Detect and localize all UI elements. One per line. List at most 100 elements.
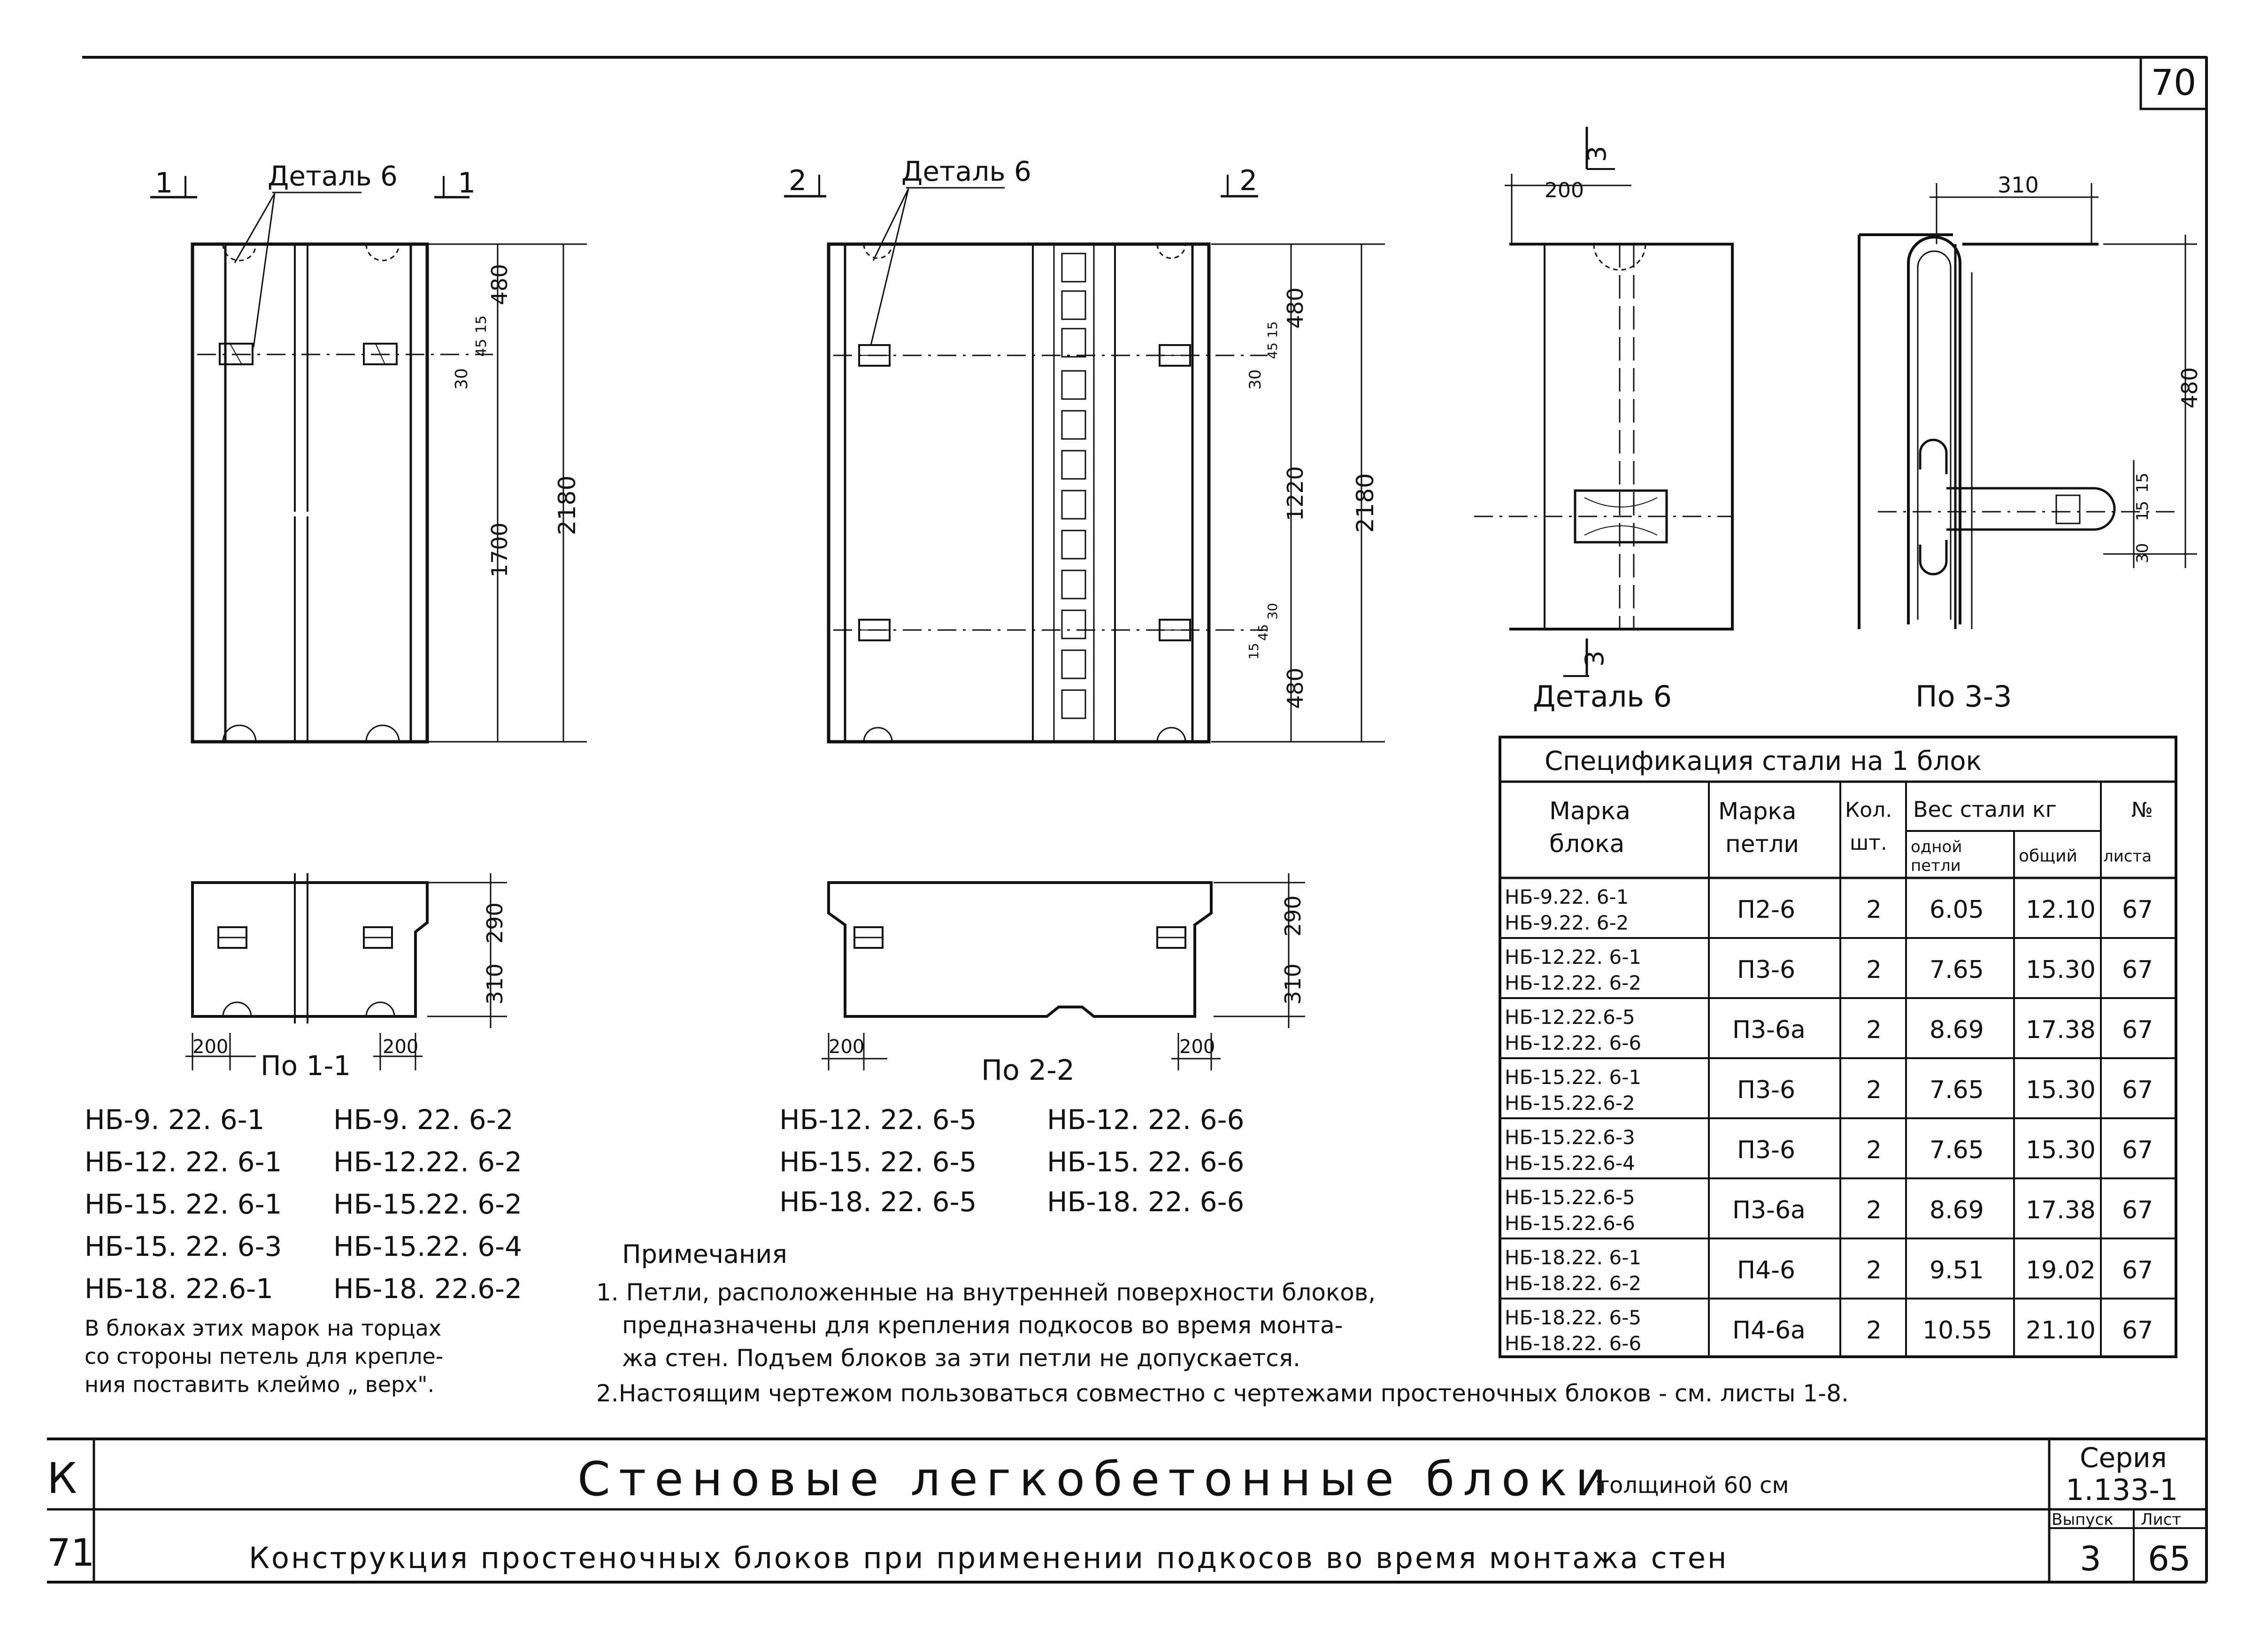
view2-dim-45-bottom: 45 [1255, 624, 1271, 641]
view1-plan-label: По 1-1 [261, 1050, 351, 1082]
mark-text: НБ-18. 22.6-2 [333, 1273, 522, 1305]
table-row: НБ-18.22. 6-5 НБ-18.22. 6-6 П4-6а 2 10.5… [1505, 1306, 2153, 1355]
spec-cell-block: НБ-12.22.6-5 [1505, 1006, 1635, 1029]
mark-text: НБ-18. 22. 6-5 [779, 1186, 976, 1218]
spec-cell-total: 19.02 [2026, 1256, 2096, 1284]
page-number: 70 [2151, 62, 2197, 103]
mark-text: НБ-18. 22.6-1 [85, 1273, 273, 1305]
mark-text: НБ-15. 22. 6-6 [1047, 1146, 1244, 1178]
view1-dim-480: 480 [487, 264, 512, 305]
note-line: предназначены для крепления подкосов во … [622, 1312, 1343, 1339]
table-row: НБ-18.22. 6-1 НБ-18.22. 6-2 П4-6 2 9.51 … [1505, 1246, 2153, 1295]
view1-section-right: 1 [458, 167, 476, 200]
mark-text: НБ-9. 22. 6-2 [333, 1104, 514, 1136]
spec-cell-total: 21.10 [2026, 1316, 2096, 1345]
spec-cell-total: 15.30 [2026, 1136, 2096, 1164]
spec-cell-block: НБ-18.22. 6-6 [1505, 1332, 1641, 1355]
spec-cell-qty: 2 [1866, 1076, 1882, 1104]
view2-section-right: 2 [1239, 164, 1257, 197]
spec-cell-loop: П3-6 [1737, 956, 1795, 984]
marks-group1: НБ-9. 22. 6-1 НБ-9. 22. 6-2 НБ-12. 22. 6… [85, 1104, 522, 1397]
spec-header-weight-total: общий [2019, 846, 2077, 866]
mark-text: НБ-9. 22. 6-1 [85, 1104, 265, 1136]
view2-elevation: 2 Деталь 6 2 [784, 155, 1385, 744]
spec-cell-block: НБ-15.22. 6-1 [1505, 1066, 1641, 1089]
marks-group2: НБ-12. 22. 6-5 НБ-12. 22. 6-6 НБ-15. 22.… [779, 1104, 1244, 1218]
spec-header-mark-block: Марка [1549, 797, 1630, 825]
view1-dim-30: 30 [452, 368, 471, 390]
view2-plan-label: По 2-2 [981, 1054, 1075, 1087]
spec-cell-one: 8.69 [1930, 1016, 1984, 1044]
spec-cell-qty: 2 [1866, 1196, 1882, 1224]
spec-header-mark-loop: Марка [1718, 798, 1796, 825]
view1-dim-15: 15 [473, 315, 490, 333]
spec-header-sheet: листа [2103, 847, 2152, 866]
spec-cell-sheet: 67 [2122, 956, 2153, 984]
issue-label: Выпуск [2052, 1510, 2114, 1529]
spec-header-weight-one: одной [1911, 838, 1962, 856]
section3-dim-15a: 15 [2133, 473, 2152, 493]
spec-header-sheet: № [2131, 798, 2153, 822]
spec-header-qty: Кол. [1845, 798, 1892, 822]
spec-cell-loop: П3-6 [1737, 1136, 1795, 1164]
view1-dim-45: 45 [473, 339, 490, 357]
spec-cell-qty: 2 [1866, 956, 1882, 984]
spec-cell-block: НБ-15.22.6-3 [1505, 1126, 1635, 1149]
spec-cell-total: 17.38 [2026, 1196, 2096, 1224]
view2-key-strip [1053, 244, 1095, 742]
view1-plan-dim-290: 290 [482, 902, 507, 944]
spec-cell-sheet: 67 [2122, 1196, 2153, 1224]
spec-cell-one: 7.65 [1930, 956, 1984, 984]
note-line: жа стен. Подъем блоков за эти петли не д… [622, 1345, 1300, 1372]
spec-cell-sheet: 67 [2122, 1016, 2153, 1044]
view1-plan-dim-200-right: 200 [383, 1036, 418, 1058]
section3: 310 480 15 15 30 По 3-3 [1858, 172, 2202, 714]
view2-dim-480-bottom: 480 [1283, 668, 1308, 709]
spec-cell-sheet: 67 [2122, 1136, 2153, 1164]
spec-cell-block: НБ-15.22.6-5 [1505, 1186, 1635, 1209]
section3-dim-30: 30 [2133, 543, 2152, 563]
mark-text: НБ-15.22. 6-2 [333, 1188, 522, 1220]
detail6-dim-200: 200 [1545, 178, 1584, 202]
spec-cell-total: 17.38 [2026, 1016, 2096, 1044]
spec-cell-one: 9.51 [1930, 1256, 1984, 1284]
spec-cell-block: НБ-15.22.6-2 [1505, 1092, 1635, 1115]
group1-note-line: В блоках этих марок на торцах [85, 1315, 441, 1341]
view2-dim-15-top: 15 [1265, 321, 1280, 338]
spec-table: Спецификация стали на 1 блок Марка блока… [1499, 736, 2177, 1358]
table-row: НБ-12.22.6-5 НБ-12.22. 6-6 П3-6а 2 8.69 … [1505, 1006, 2153, 1054]
view2-dim-480-top: 480 [1283, 287, 1308, 329]
view1-dim-1700: 1700 [487, 523, 512, 577]
table-row: НБ-15.22.6-5 НБ-15.22.6-6 П3-6а 2 8.69 1… [1505, 1186, 2153, 1235]
mark-text: НБ-15. 22. 6-3 [85, 1230, 282, 1262]
spec-cell-block: НБ-15.22.6-6 [1505, 1212, 1635, 1235]
view2-plan-dim-200-right: 200 [1179, 1036, 1215, 1058]
mark-text: НБ-12. 22. 6-6 [1047, 1104, 1244, 1136]
spec-header-weight-one: петли [1911, 856, 1961, 875]
title-block-left-bottom: 71 [47, 1531, 95, 1575]
spec-cell-qty: 2 [1866, 1016, 1882, 1044]
view1-section-left: 1 [155, 167, 173, 200]
spec-cell-total: 15.30 [2026, 956, 2096, 984]
view2-dim-15-bottom: 15 [1246, 643, 1261, 660]
spec-cell-one: 6.05 [1930, 896, 1984, 924]
spec-cell-qty: 2 [1866, 1256, 1882, 1284]
title-block: К 71 Стеновые легкобетонные блоки толщин… [47, 1438, 2206, 1584]
spec-cell-total: 15.30 [2026, 1076, 2096, 1104]
view2-dim-30-top: 30 [1246, 369, 1265, 390]
detail6-title: Деталь 6 [1533, 679, 1672, 714]
spec-cell-loop: П3-6 [1737, 1076, 1795, 1104]
title-block-left-top: К [47, 1454, 77, 1503]
spec-cell-sheet: 67 [2122, 1256, 2153, 1284]
spec-header-qty: шт. [1850, 831, 1887, 855]
spec-header-mark-block: блока [1549, 830, 1624, 858]
group1-note-line: ния поставить клеймо „ верх". [85, 1372, 434, 1397]
spec-cell-one: 10.55 [1922, 1316, 1992, 1345]
spec-cell-sheet: 67 [2122, 896, 2153, 924]
view2-detail-label: Деталь 6 [901, 155, 1031, 187]
main-title: Стеновые легкобетонные блоки [577, 1452, 1615, 1507]
spec-cell-block: НБ-15.22.6-4 [1505, 1152, 1635, 1175]
spec-cell-qty: 2 [1866, 1136, 1882, 1164]
mark-text: НБ-12. 22. 6-1 [85, 1146, 282, 1178]
